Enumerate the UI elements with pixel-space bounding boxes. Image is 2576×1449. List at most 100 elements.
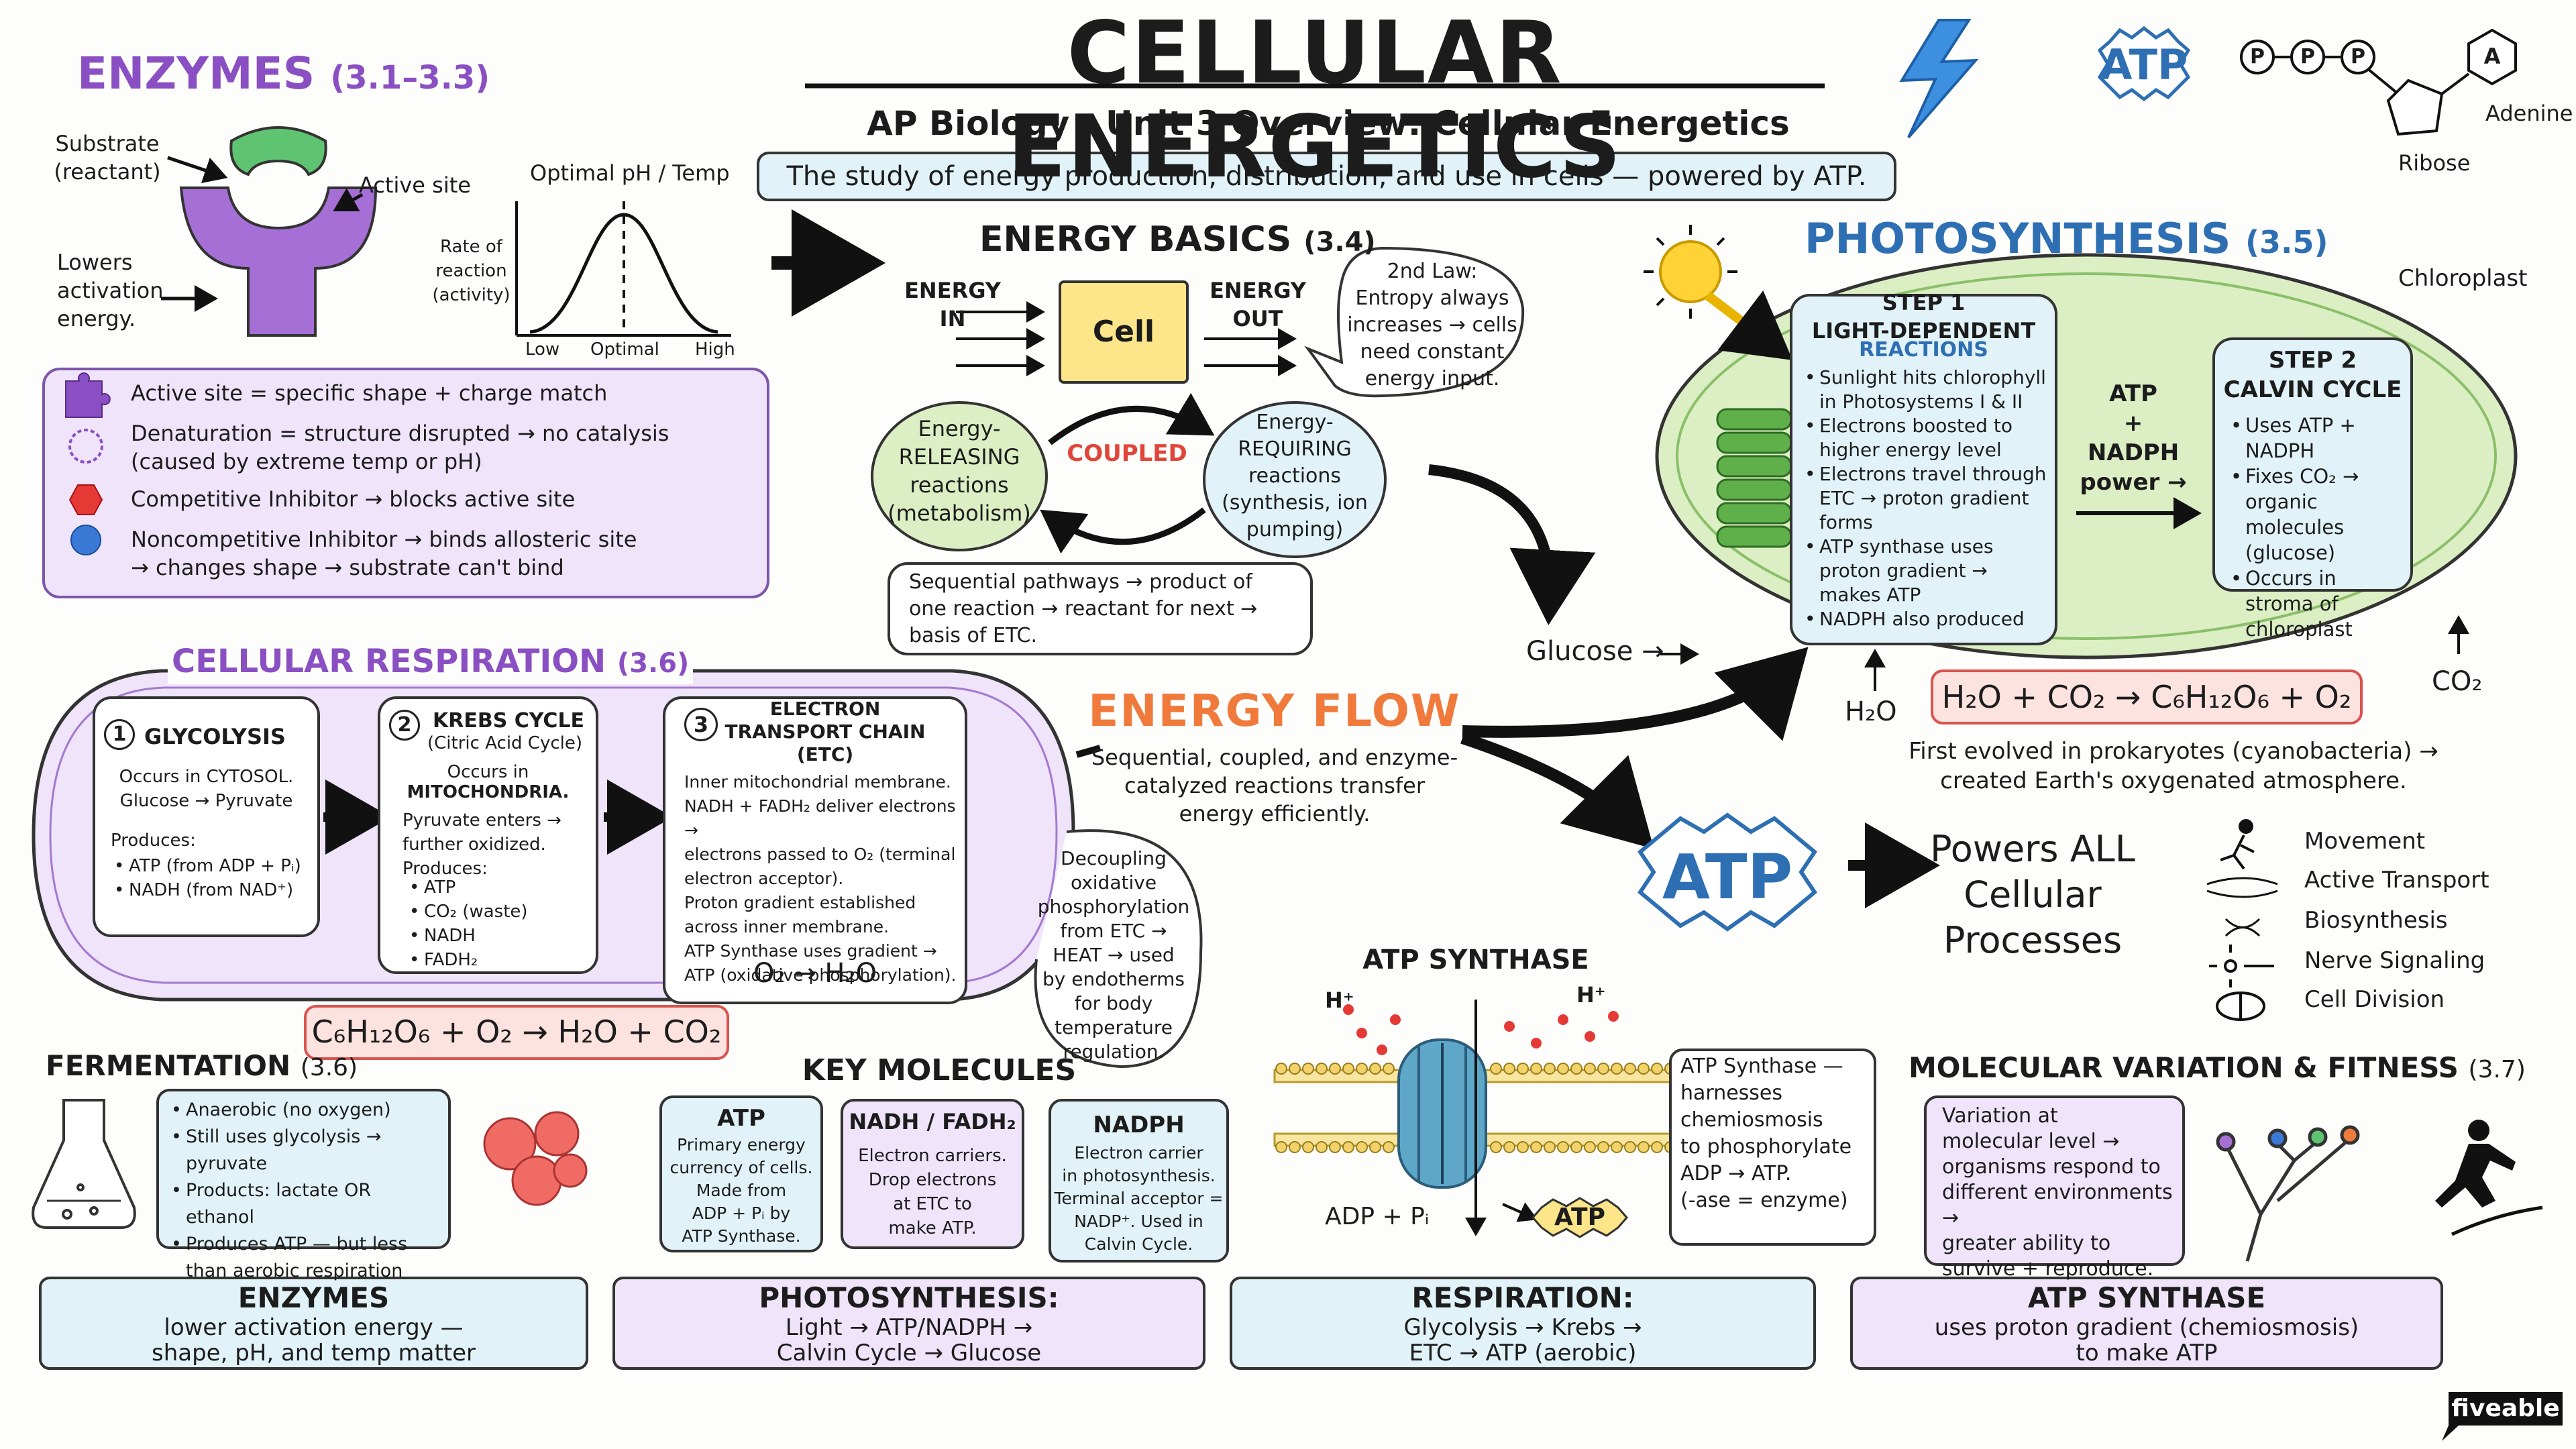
photosynthesis-equation-box — [1931, 669, 2363, 724]
lipid-head — [1342, 1063, 1354, 1075]
page-title: CELLULAR ENERGETICS — [1007, 3, 1623, 197]
summary-atp-synthase-title: ATP SYNTHASE — [2027, 1281, 2266, 1314]
arrow-to-glucose — [1428, 464, 1596, 625]
proton-dot — [1531, 1038, 1542, 1049]
lipid-head — [1544, 1141, 1556, 1153]
process-active-transport: Active Transport — [2304, 867, 2489, 894]
key-nadh-body: Electron carriers. Drop electrons at ETC… — [858, 1146, 1007, 1238]
atp-badge-top-label: ATP — [2100, 40, 2188, 89]
lipid-head — [1503, 1141, 1515, 1153]
atp-synthase-heading: ATP SYNTHASE — [1362, 945, 1589, 975]
lipid-head — [1557, 1141, 1569, 1153]
decoupling-bubble — [1034, 829, 1203, 1069]
krebs-subtitle: (Citric Acid Cycle) — [427, 733, 583, 753]
process-cell-division: Cell Division — [2304, 986, 2445, 1013]
graph-optimal: Optimal — [590, 339, 659, 360]
atp-center-label: ATP — [1662, 841, 1793, 913]
energy-flow-body: Sequential, coupled, and enzyme- catalyz… — [1091, 745, 1458, 826]
h-plus-right: H⁺ — [1576, 982, 1606, 1008]
summary-enzymes: ENZYMES lower activation energy — shape,… — [40, 1281, 587, 1366]
atp-molecule-icon — [2240, 28, 2517, 136]
second-law-text: 2nd Law: Entropy always increases → cell… — [1347, 260, 1517, 390]
lipid-head — [1316, 1063, 1328, 1075]
step1-item: Sunlight hits chlorophyll in Photosystem… — [1805, 366, 2049, 414]
lipid-head — [1597, 1063, 1609, 1075]
atp-center-badge-icon — [1638, 812, 1817, 932]
krebs-item: ATP — [409, 875, 584, 900]
summary-respiration-title: RESPIRATION: — [1411, 1281, 1634, 1314]
lipid-heads — [1275, 1063, 1690, 1153]
key-nadph-body: Electron carrier in photosynthesis. Term… — [1054, 1143, 1224, 1254]
lipid-head — [1490, 1141, 1502, 1153]
power-label: ATP + NADPH power → — [2080, 380, 2187, 496]
enzymes-list-box — [42, 368, 769, 598]
lipid-head — [1316, 1141, 1328, 1153]
key-atp-body: Primary energy currency of cells. Made f… — [669, 1135, 813, 1246]
etc-number: 3 — [684, 708, 718, 741]
etc-box — [663, 696, 967, 1004]
step2-item: Occurs in stroma of chloroplast — [2231, 566, 2408, 642]
summary-photosynthesis: PHOTOSYNTHESIS: Light → ATP/NADPH → Calv… — [614, 1281, 1204, 1366]
proton-dot — [1558, 1014, 1568, 1025]
adp-label: ADP + Pᵢ — [1325, 1203, 1430, 1230]
lipid-head — [1490, 1063, 1502, 1075]
glycolysis-number: 1 — [104, 719, 135, 750]
brand-label[interactable]: fiveable — [2451, 1395, 2560, 1422]
enzyme-item-1: Active site = specific shape + charge ma… — [131, 380, 608, 406]
cell-box — [1059, 280, 1189, 384]
runner-icon — [2435, 1120, 2543, 1236]
fermentation-item: Products: lactate OR ethanol — [171, 1177, 443, 1231]
releasing-text: Energy- RELEASING reactions (metabolism) — [888, 416, 1031, 526]
process-biosynthesis: Biosynthesis — [2304, 907, 2448, 934]
lowers-energy-label: Lowers activation energy. — [57, 250, 164, 331]
respiration-heading: CELLULAR RESPIRATION (3.6) — [168, 641, 694, 684]
proton-dot — [1356, 1028, 1367, 1038]
step1-title: STEP 1 LIGHT-DEPENDENT — [1811, 290, 2036, 343]
lipid-head — [1638, 1063, 1650, 1075]
variation-body: Variation at molecular level → organisms… — [1942, 1104, 2173, 1281]
atp-synthase-icon — [1397, 1038, 1487, 1189]
step1-item: Electrons travel through ETC → proton gr… — [1805, 462, 2049, 535]
etc-title: ELECTRON TRANSPORT CHAIN (ETC) — [724, 698, 926, 765]
coupled-label: COUPLED — [1067, 440, 1187, 467]
glycolysis-title: GLYCOLYSIS — [144, 724, 286, 749]
lipid-head — [1503, 1063, 1515, 1075]
process-icons — [2206, 819, 2278, 1021]
enzyme-illustration — [161, 126, 378, 337]
h-plus-left: H⁺ — [1325, 987, 1354, 1013]
atp-badge-top-icon — [2097, 25, 2191, 102]
phylogenetic-tree-icon — [2216, 1125, 2360, 1262]
key-atp-title: ATP — [717, 1105, 765, 1132]
substrate-shape — [229, 126, 327, 176]
krebs-item: FADH₂ — [409, 948, 584, 972]
chloroplast-label: Chloroplast — [2398, 265, 2528, 292]
cell-label: Cell — [1092, 315, 1155, 349]
lipid-head — [1356, 1141, 1368, 1153]
graph-ylabel: Rate of reaction (activity) — [432, 237, 511, 305]
brand-badge — [2442, 1392, 2563, 1441]
step1-subtitle: REACTIONS — [1859, 338, 1988, 362]
glycolysis-produces: Produces: — [111, 830, 196, 851]
sunlight-arrow — [1704, 290, 1793, 360]
second-law-bubble — [1304, 246, 1525, 398]
banner-box — [757, 152, 1896, 201]
summary-enzymes-title: ENZYMES — [237, 1281, 390, 1314]
key-nadph-title: NADPH — [1093, 1112, 1185, 1138]
lipid-head — [1369, 1063, 1381, 1075]
enzyme-item-4: Noncompetitive Inhibitor → binds alloste… — [131, 527, 637, 580]
lipid-head — [1584, 1141, 1596, 1153]
powers-label: Powers ALL Cellular Processes — [1930, 828, 2135, 961]
step2-list: Uses ATP + NADPH Fixes CO₂ → organic mol… — [2231, 413, 2408, 642]
process-nerve-signaling: Nerve Signaling — [2304, 947, 2485, 974]
lipid-head — [1342, 1141, 1354, 1153]
summary-box-photosynthesis — [612, 1277, 1205, 1370]
coupled-arrow-bottom — [1040, 507, 1206, 554]
lightning-icon — [1899, 19, 1979, 139]
optimal-ph-graph — [515, 201, 731, 337]
step2-title: STEP 2 CALVIN CYCLE — [2223, 347, 2402, 403]
summary-photosynthesis-title: PHOTOSYNTHESIS: — [759, 1281, 1059, 1314]
key-nadph-box — [1049, 1099, 1229, 1263]
summary-enzymes-body: lower activation energy — shape, pH, and… — [151, 1314, 476, 1366]
sequential-box — [888, 562, 1313, 655]
summary-respiration-body: Glycolysis → Krebs → ETC → ATP (aerobic) — [1403, 1314, 1642, 1366]
